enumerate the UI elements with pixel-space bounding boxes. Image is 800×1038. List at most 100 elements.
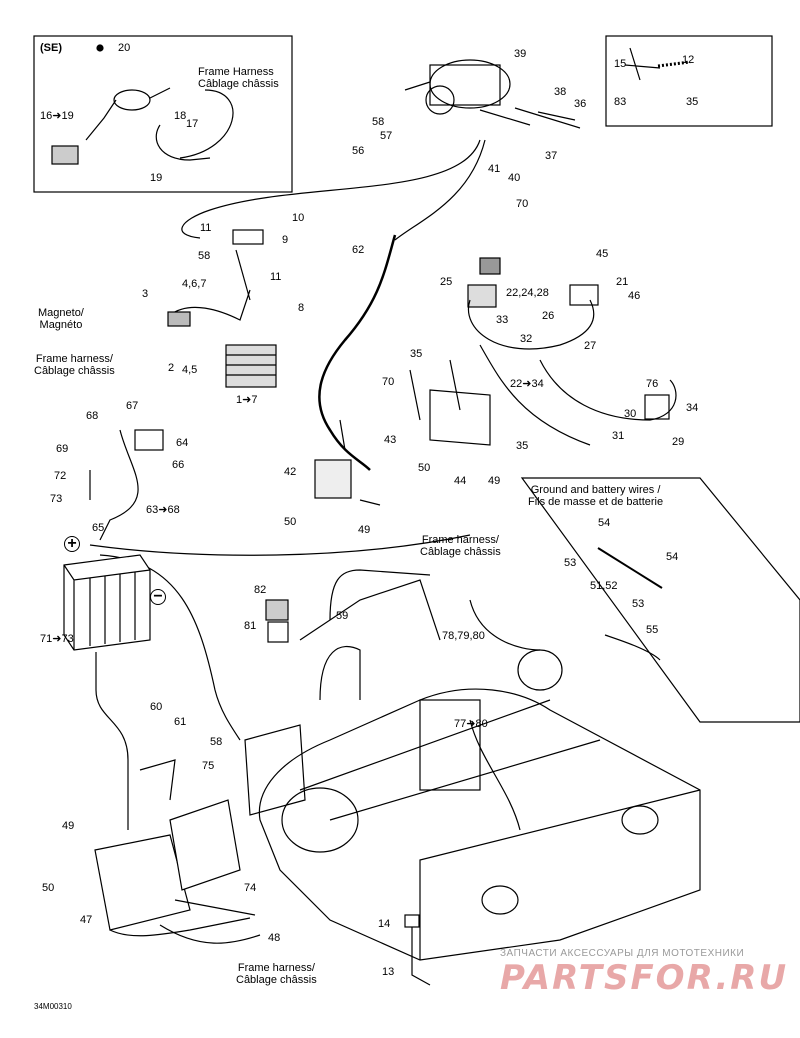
ground-label: 53 (564, 557, 577, 569)
watermark-line1: ЗАПЧАСТИ АКСЕССУАРЫ ДЛЯ МОТОТЕХНИКИ (500, 948, 745, 959)
ground-label: 54 (598, 517, 611, 529)
part-callout: 70 (516, 198, 529, 210)
part-callout: 81 (244, 620, 257, 632)
part-callout: 78,79,80 (442, 630, 485, 642)
positive-terminal-icon: + (64, 536, 80, 552)
part-callout: 37 (545, 150, 558, 162)
part-callout: 82 (254, 584, 267, 596)
part-callout: 50 (42, 882, 55, 894)
part-callout: 83 (614, 96, 627, 108)
part-callout: 21 (616, 276, 629, 288)
starter-icon (404, 59, 531, 126)
part-callout: 43 (384, 434, 397, 446)
part-callout: 10 (292, 212, 305, 224)
part-callout: 57 (380, 130, 393, 142)
part-callout: 16➜19 (40, 110, 74, 122)
part-callout: 77➜80 (454, 718, 488, 730)
se-tag: (SE) (40, 42, 62, 54)
part-callout: 1➜7 (236, 394, 258, 406)
part-callout: 47 (80, 914, 93, 926)
part-callout: 32 (520, 333, 533, 345)
ground-label: 53 (632, 598, 645, 610)
part-callout: 66 (172, 459, 185, 471)
frame-harness-bottom-caption: Frame harness/ Câblage châssis (236, 962, 317, 986)
regulator-icon (225, 344, 277, 388)
part-callout: 4,6,7 (182, 278, 207, 290)
part-callout: 41 (488, 163, 501, 175)
ground-label: 55 (646, 624, 659, 636)
part-callout: 62 (352, 244, 365, 256)
ground-wires-title-line2: Fils de masse et de batterie (528, 496, 664, 508)
frame-harness-right-caption: Frame harness/ Câblage châssis (420, 534, 501, 558)
figure-reference: 34M00310 (34, 1002, 72, 1011)
part-callout: 64 (176, 437, 189, 449)
part-callout: 13 (382, 966, 395, 978)
frame-harness-left-caption: Frame harness/ Câblage châssis (34, 353, 115, 377)
part-callout: 35 (686, 96, 699, 108)
frame-harness-bottom-line2: Câblage châssis (236, 974, 317, 986)
se-frame-harness-line1: Frame Harness (198, 66, 274, 78)
part-callout: 31 (612, 430, 625, 442)
se-frame-harness-caption: Frame Harness Câblage châssis (198, 66, 279, 90)
part-callout: 15 (614, 58, 627, 70)
part-callout: 72 (54, 470, 67, 482)
part-callout: 68 (86, 410, 99, 422)
part-callout: 22➜34 (510, 378, 544, 390)
ground-wires-title: Ground and battery wires / Fils de masse… (528, 484, 663, 508)
part-callout: 46 (628, 290, 641, 302)
magneto-caption-line1: Magneto/ (38, 307, 84, 319)
part-callout: 33 (496, 314, 509, 326)
part-callout: 73 (50, 493, 63, 505)
part-callout: 29 (672, 436, 685, 448)
part-callout: 8 (298, 302, 305, 314)
part-callout: 11 (270, 271, 282, 283)
part-callout: 67 (126, 400, 139, 412)
part-callout: 56 (352, 145, 365, 157)
se-inset-frame (33, 35, 293, 193)
part-callout: 49 (358, 524, 371, 536)
frame-harness-right-line1: Frame harness/ (421, 534, 499, 546)
part-callout: 25 (440, 276, 453, 288)
ground-label: 54 (666, 551, 679, 563)
battery-icon (63, 554, 151, 651)
magneto-caption: Magneto/ Magnéto (38, 307, 84, 331)
relay-icon (314, 459, 352, 499)
frame-harness-bottom-line1: Frame harness/ (237, 962, 315, 974)
part-callout: 63➜68 (146, 504, 180, 516)
negative-terminal-icon: − (150, 589, 166, 605)
part-callout: 65 (92, 522, 105, 534)
part-callout: 71➜73 (40, 633, 74, 645)
part-callout: 49 (62, 820, 75, 832)
part-callout: 50 (284, 516, 297, 528)
part-callout: 48 (268, 932, 281, 944)
part-callout: 19 (150, 172, 163, 184)
part-callout: 38 (554, 86, 567, 98)
se-frame-harness-line2: Câblage châssis (198, 78, 279, 90)
part-callout: 61 (174, 716, 187, 728)
ground-wires-inset-frame (520, 477, 800, 723)
part-callout: 22,24,28 (506, 287, 549, 299)
part-callout: 50 (418, 462, 431, 474)
part-callout: 26 (542, 310, 555, 322)
small-parts-inset-frame (605, 35, 773, 127)
part-callout: 70 (382, 376, 395, 388)
part-callout: 20 (118, 42, 131, 54)
part-callout: 36 (574, 98, 587, 110)
part-callout: 49 (488, 475, 501, 487)
part-callout: 42 (284, 466, 297, 478)
frame-harness-left-line2: Câblage châssis (34, 365, 115, 377)
part-callout: 59 (336, 610, 349, 622)
part-callout: 40 (508, 172, 521, 184)
ground-wires-title-line1: Ground and battery wires / (530, 484, 661, 496)
part-callout: 76 (646, 378, 659, 390)
part-callout: 69 (56, 443, 69, 455)
part-callout: 44 (454, 475, 467, 487)
part-callout: 3 (142, 288, 149, 300)
magneto-caption-line2: Magnéto (39, 319, 83, 331)
connector-icon (265, 599, 289, 621)
part-callout: 18 (174, 110, 187, 122)
part-callout: 12 (682, 54, 695, 66)
part-callout: 58 (372, 116, 385, 128)
part-callout: 58 (198, 250, 211, 262)
